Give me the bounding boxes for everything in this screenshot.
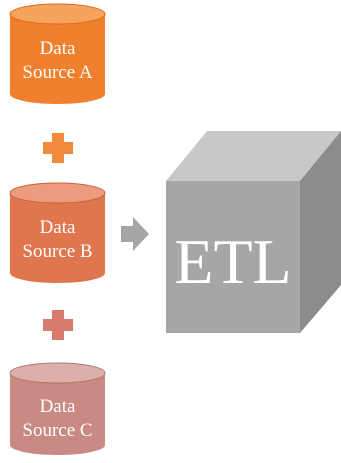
cylinder-b-body: [10, 193, 105, 273]
data-source-b-cylinder: Data Source B: [9, 182, 106, 283]
etl-cube-front-face: [166, 181, 300, 333]
data-source-a-label-line1: Data: [40, 38, 76, 59]
etl-label: ETL: [174, 226, 291, 297]
plus-icon: [43, 133, 73, 163]
arrow-right-icon: [121, 217, 149, 251]
cylinder-a-top: [9, 3, 106, 25]
cylinder-a-body: [10, 14, 105, 94]
data-source-a-cylinder: Data Source A: [9, 3, 106, 104]
data-source-a-label-line2: Source A: [22, 62, 92, 83]
data-source-c-label-line1: Data: [40, 396, 76, 417]
etl-cube: ETL: [166, 131, 341, 333]
data-source-c-cylinder: Data Source C: [9, 362, 106, 455]
plus-2-horizontal: [43, 319, 73, 331]
cylinder-a-bottom: [10, 84, 105, 104]
data-source-c-label-line2: Source C: [22, 420, 92, 441]
etl-cube-top-face: [166, 131, 341, 181]
cylinder-c-body: [10, 373, 105, 445]
plus-icon: [43, 310, 73, 340]
plus-1-horizontal: [43, 142, 73, 154]
cylinder-b-top: [9, 182, 106, 204]
cylinder-b-bottom: [10, 263, 105, 283]
cylinder-c-bottom: [10, 435, 105, 455]
etl-cube-side-face: [300, 131, 341, 333]
cylinder-c-top: [9, 362, 106, 384]
data-source-b-label-line2: Source B: [22, 241, 92, 262]
data-source-b-label-line1: Data: [40, 217, 76, 238]
